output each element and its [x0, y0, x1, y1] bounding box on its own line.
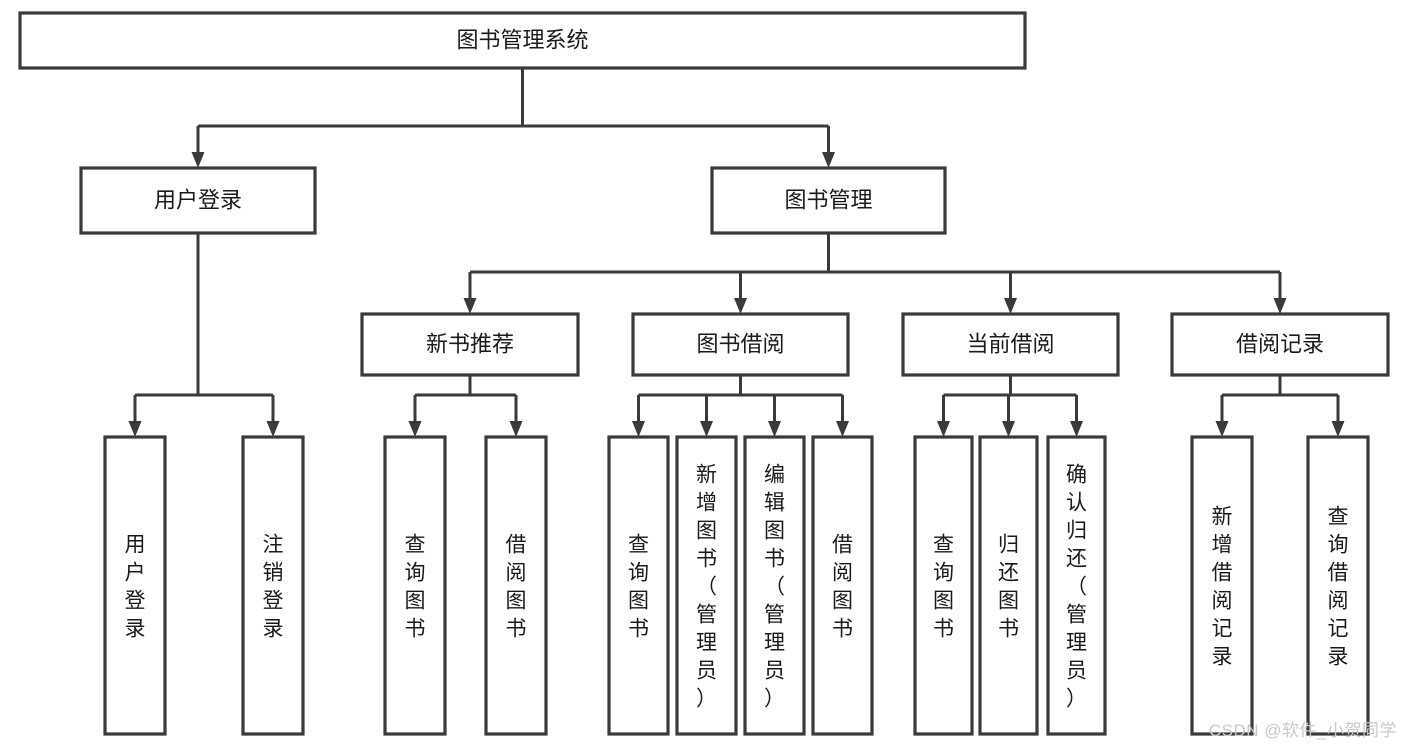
connector-group-current-borrow — [937, 375, 1083, 437]
connector-group-new-book-recommend — [408, 375, 523, 437]
arrow-head-icon — [408, 421, 422, 437]
node-leaf-add-borrow-record[interactable]: 新增借阅记录 — [1190, 435, 1254, 736]
node-leaf-borrow-book-1[interactable]: 借阅图书 — [484, 435, 548, 736]
arrow-head-icon — [1331, 421, 1345, 437]
node-label: 查询图书 — [405, 534, 426, 641]
node-leaf-user-login[interactable]: 用户登录 — [103, 435, 167, 736]
node-current-borrow[interactable]: 当前借阅 — [901, 312, 1120, 377]
node-label: 确认归还（管理员） — [1066, 464, 1087, 711]
node-label: 图书借阅 — [696, 331, 784, 356]
node-label: 借阅记录 — [1236, 331, 1324, 356]
node-box — [901, 312, 1120, 377]
arrow-head-icon — [1004, 298, 1017, 314]
node-box — [1306, 435, 1370, 736]
connector-group-root — [191, 68, 835, 168]
arrow-head-icon — [463, 298, 477, 314]
node-box — [743, 435, 806, 736]
arrow-head-icon — [1070, 421, 1083, 437]
arrow-head-icon — [822, 152, 835, 168]
node-label: 图书管理 — [784, 187, 872, 212]
node-leaf-query-borrow-record[interactable]: 查询借阅记录 — [1306, 435, 1370, 736]
node-leaf-user-logout[interactable]: 注销登录 — [241, 435, 305, 736]
node-box — [811, 435, 874, 736]
connector-group-borrow-record — [1215, 375, 1345, 437]
node-box — [631, 312, 850, 377]
arrow-head-icon — [191, 152, 205, 168]
node-label: 注销登录 — [263, 534, 284, 641]
node-label: 新增图书（管理员） — [696, 464, 717, 711]
node-label: 新书推荐 — [426, 331, 514, 356]
node-book-manage[interactable]: 图书管理 — [710, 166, 947, 235]
node-borrow-record[interactable]: 借阅记录 — [1170, 312, 1390, 377]
node-box — [607, 435, 670, 736]
watermark-text: CSDN @软件_小贺同学 — [1208, 721, 1397, 740]
connector-group-book-borrow — [632, 375, 849, 437]
arrow-head-icon — [734, 298, 747, 314]
node-box — [675, 435, 738, 736]
arrow-head-icon — [1002, 421, 1015, 437]
arrow-head-icon — [937, 421, 950, 437]
node-box — [79, 166, 317, 235]
node-label: 编辑图书（管理员） — [764, 464, 785, 711]
node-book-borrow[interactable]: 图书借阅 — [631, 312, 850, 377]
connector-group-user-login — [128, 233, 280, 437]
node-box — [484, 435, 548, 736]
node-leaf-borrow-book-2[interactable]: 借阅图书 — [811, 435, 874, 736]
node-label: 当前借阅 — [966, 331, 1054, 356]
node-box — [710, 166, 947, 235]
arrow-head-icon — [509, 421, 523, 437]
arrow-head-icon — [836, 421, 849, 437]
node-box — [1046, 435, 1107, 736]
node-box — [383, 435, 447, 736]
node-label: 新增借阅记录 — [1212, 506, 1233, 669]
node-box — [18, 11, 1027, 70]
node-new-book-recommend[interactable]: 新书推荐 — [360, 312, 580, 377]
node-leaf-edit-book-admin[interactable]: 编辑图书（管理员） — [743, 435, 806, 736]
node-label: 查询图书 — [628, 534, 649, 641]
node-label: 用户登录 — [125, 534, 146, 641]
node-label: 查询借阅记录 — [1328, 506, 1349, 669]
node-leaf-confirm-return-admin[interactable]: 确认归还（管理员） — [1046, 435, 1107, 736]
connector-group-book-manage — [463, 233, 1287, 314]
arrow-head-icon — [1273, 298, 1287, 314]
node-leaf-return-book[interactable]: 归还图书 — [978, 435, 1039, 736]
node-leaf-query-book-2[interactable]: 查询图书 — [607, 435, 670, 736]
node-label: 归还图书 — [998, 534, 1019, 641]
node-box — [913, 435, 974, 736]
node-user-login[interactable]: 用户登录 — [79, 166, 317, 235]
arrow-head-icon — [128, 421, 142, 437]
node-root[interactable]: 图书管理系统 — [18, 11, 1027, 70]
node-layer: 图书管理系统用户登录图书管理新书推荐图书借阅当前借阅借阅记录用户登录注销登录查询… — [18, 11, 1390, 736]
node-label: 图书管理系统 — [456, 27, 588, 52]
node-leaf-query-book-3[interactable]: 查询图书 — [913, 435, 974, 736]
node-label: 借阅图书 — [506, 534, 527, 641]
edge-layer — [128, 68, 1345, 437]
arrow-head-icon — [632, 421, 645, 437]
arrow-head-icon — [1215, 421, 1229, 437]
node-box — [978, 435, 1039, 736]
node-box — [103, 435, 167, 736]
node-box — [1190, 435, 1254, 736]
node-leaf-query-book-1[interactable]: 查询图书 — [383, 435, 447, 736]
node-box — [360, 312, 580, 377]
arrow-head-icon — [700, 421, 713, 437]
node-leaf-add-book-admin[interactable]: 新增图书（管理员） — [675, 435, 738, 736]
node-label: 用户登录 — [154, 187, 242, 212]
node-box — [1170, 312, 1390, 377]
node-label: 查询图书 — [933, 534, 954, 641]
node-label: 借阅图书 — [832, 534, 853, 641]
arrow-head-icon — [768, 421, 781, 437]
arrow-head-icon — [266, 421, 280, 437]
node-box — [241, 435, 305, 736]
